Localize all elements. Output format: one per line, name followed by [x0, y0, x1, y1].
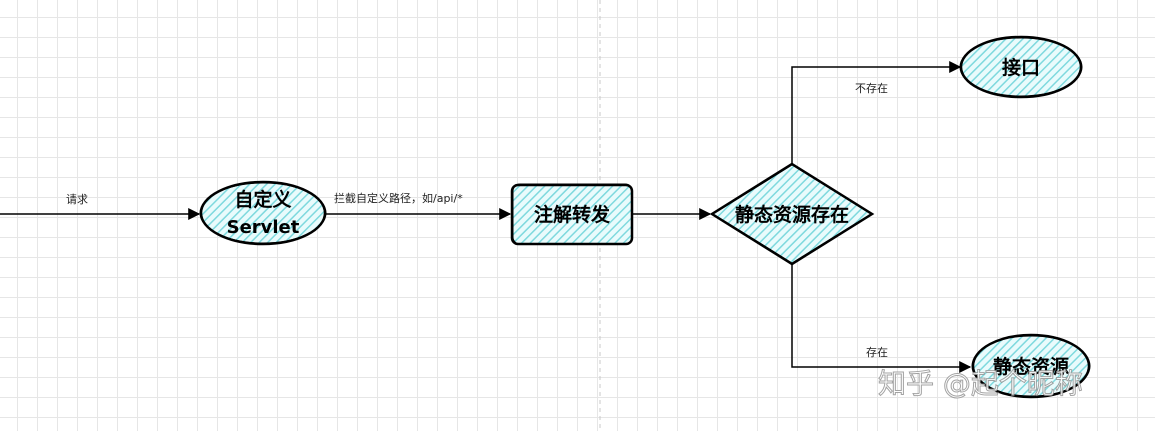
watermark-text: 知乎 @起个昵称: [878, 367, 1083, 400]
edge-not-exists: [791, 61, 962, 164]
edge-exists: [791, 264, 972, 373]
edge-exists-label: 存在: [866, 345, 888, 359]
node-static-exists-decision: 静态资源存在: [709, 162, 875, 266]
node-custom-servlet-label-line2: Servlet: [227, 217, 300, 238]
node-custom-servlet-label-line1: 自定义: [234, 188, 291, 211]
node-custom-servlet: 自定义 Servlet: [199, 180, 327, 246]
node-static-resource: 静态资源: [971, 333, 1091, 399]
node-interface: 接口: [959, 35, 1083, 99]
edge-not-exists-label: 不存在: [855, 81, 888, 95]
edge-intercept-label: 拦截自定义路径，如/api/*: [334, 191, 463, 205]
node-annotation-forward-label: 注解转发: [534, 203, 611, 226]
edge-request-label: 请求: [66, 193, 88, 206]
node-static-resource-label: 静态资源: [993, 355, 1069, 378]
node-static-exists-label: 静态资源存在: [735, 203, 849, 226]
node-interface-label: 接口: [1002, 57, 1040, 79]
node-annotation-forward: 注解转发: [510, 183, 634, 246]
